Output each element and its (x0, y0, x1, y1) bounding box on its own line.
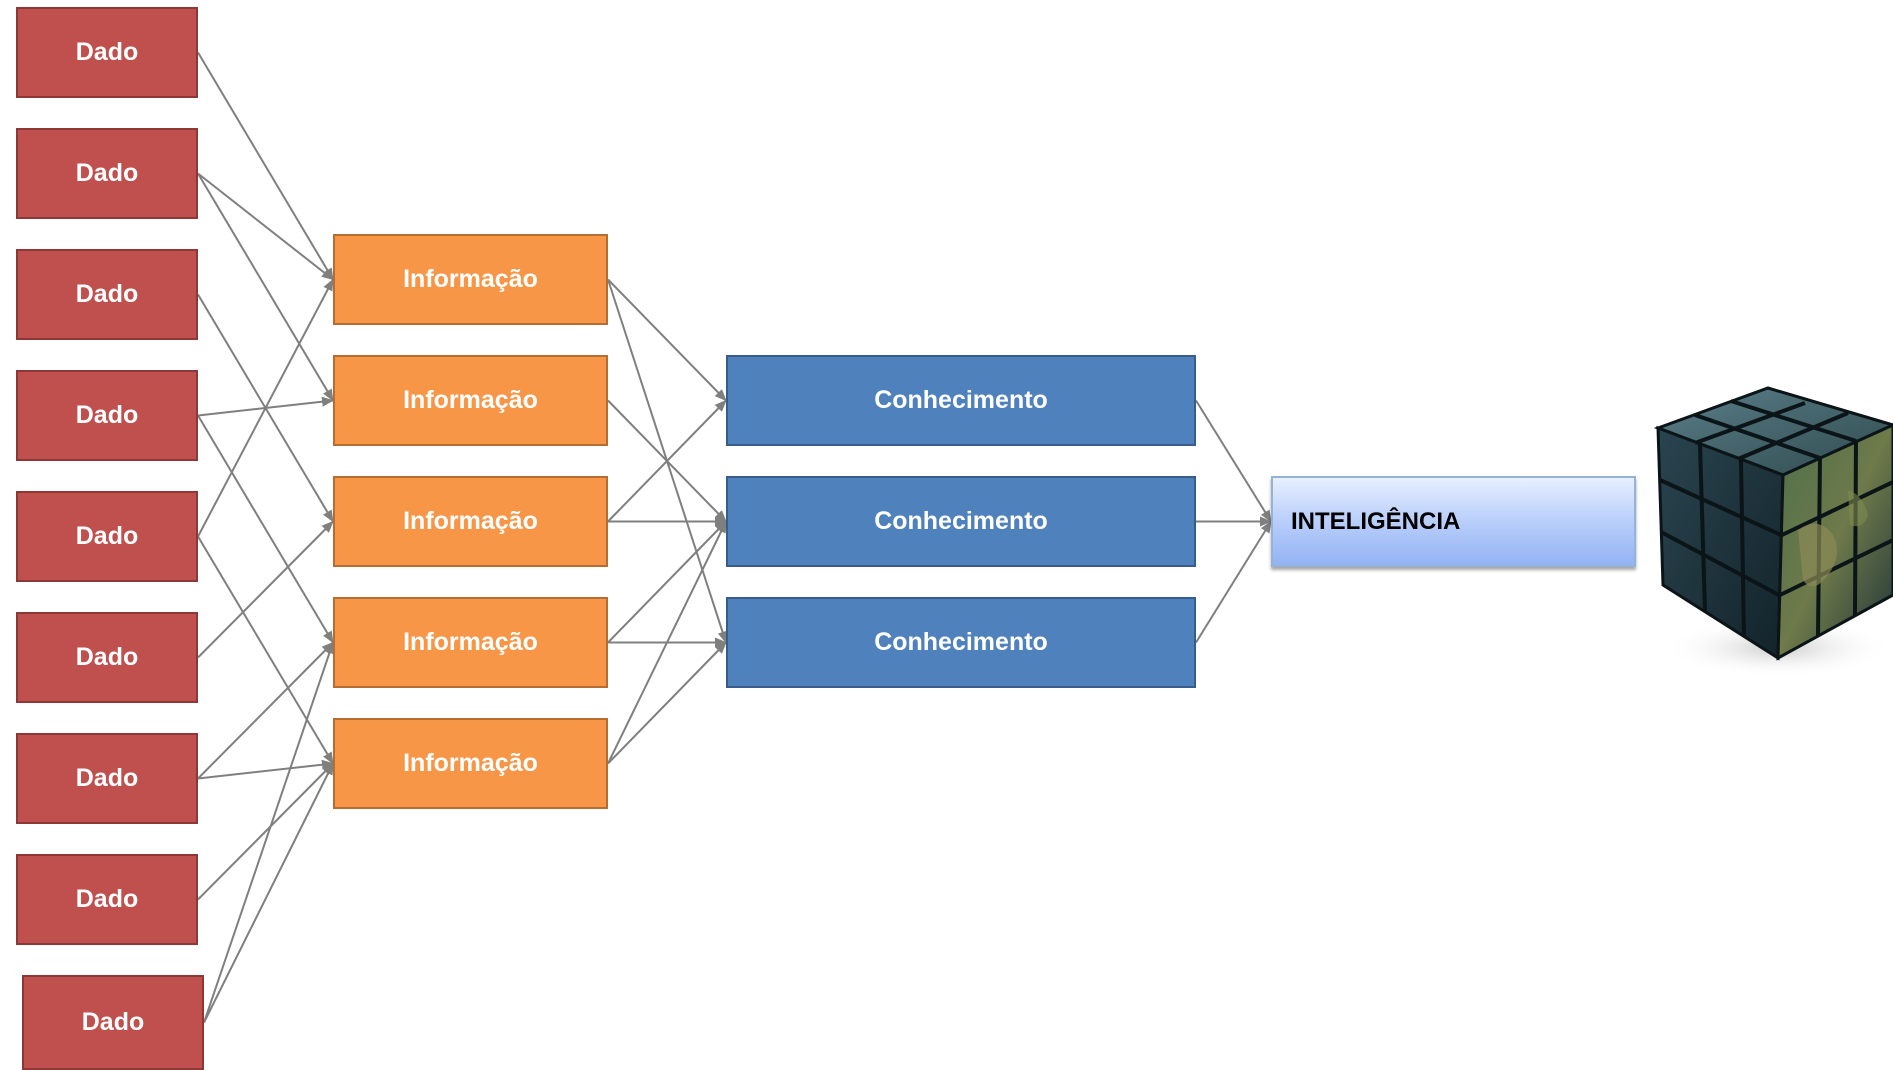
connector-arrow (197, 278, 334, 537)
connector-arrow (197, 172, 334, 402)
connector-arrow (607, 520, 727, 764)
informacao-box: Informação (333, 355, 608, 446)
informacao-box: Informação (333, 234, 608, 325)
dado-box: Dado (16, 612, 198, 703)
connector-arrow (197, 762, 334, 901)
conhecimento-box: Conhecimento (726, 597, 1196, 688)
connector-arrow (197, 641, 334, 780)
inteligencia-box: INTELIGÊNCIA (1271, 476, 1636, 567)
globe-rubiks-cube-icon (1653, 386, 1893, 678)
conhecimento-label: Conhecimento (874, 628, 1048, 656)
dado-box: Dado (16, 733, 198, 824)
dado-label: Dado (75, 764, 139, 792)
conhecimento-box: Conhecimento (726, 476, 1196, 567)
informacao-label: Informação (403, 628, 538, 656)
dado-label: Dado (75, 401, 139, 429)
connector-arrow (607, 278, 727, 402)
informacao-box: Informação (333, 597, 608, 688)
connector-arrow (1195, 520, 1272, 644)
connector-arrow (607, 641, 727, 765)
dado-label: Dado (75, 280, 139, 308)
connector-arrow (197, 520, 334, 659)
connector-arrow (197, 172, 334, 281)
dado-label: Dado (75, 38, 139, 66)
dado-box: Dado (16, 128, 198, 219)
informacao-box: Informação (333, 476, 608, 567)
connector-arrow (607, 399, 727, 523)
conhecimento-label: Conhecimento (874, 386, 1048, 414)
dado-label: Dado (75, 885, 139, 913)
dado-label: Dado (75, 643, 139, 671)
dado-label: Dado (75, 159, 139, 187)
dado-label: Dado (75, 522, 139, 550)
inteligencia-label: INTELIGÊNCIA (1291, 507, 1461, 535)
dado-box: Dado (22, 975, 204, 1070)
connector-arrow (1195, 399, 1272, 523)
informacao-label: Informação (403, 749, 538, 777)
dado-box: Dado (16, 7, 198, 98)
connector-arrow (197, 535, 334, 765)
dado-box: Dado (16, 491, 198, 582)
informacao-label: Informação (403, 386, 538, 414)
informacao-box: Informação (333, 718, 608, 809)
informacao-label: Informação (403, 507, 538, 535)
dado-box: Dado (16, 854, 198, 945)
dado-box: Dado (16, 370, 198, 461)
informacao-label: Informação (403, 265, 538, 293)
dado-label: Dado (81, 1008, 145, 1036)
connector-arrow (197, 414, 334, 644)
connector-arrow (197, 759, 334, 780)
connector-arrow (203, 762, 334, 1023)
conhecimento-box: Conhecimento (726, 355, 1196, 446)
conhecimento-label: Conhecimento (874, 507, 1048, 535)
connector-arrow (197, 51, 334, 281)
connector-arrow (607, 520, 727, 644)
connector-arrow (203, 641, 335, 1023)
dado-box: Dado (16, 249, 198, 340)
